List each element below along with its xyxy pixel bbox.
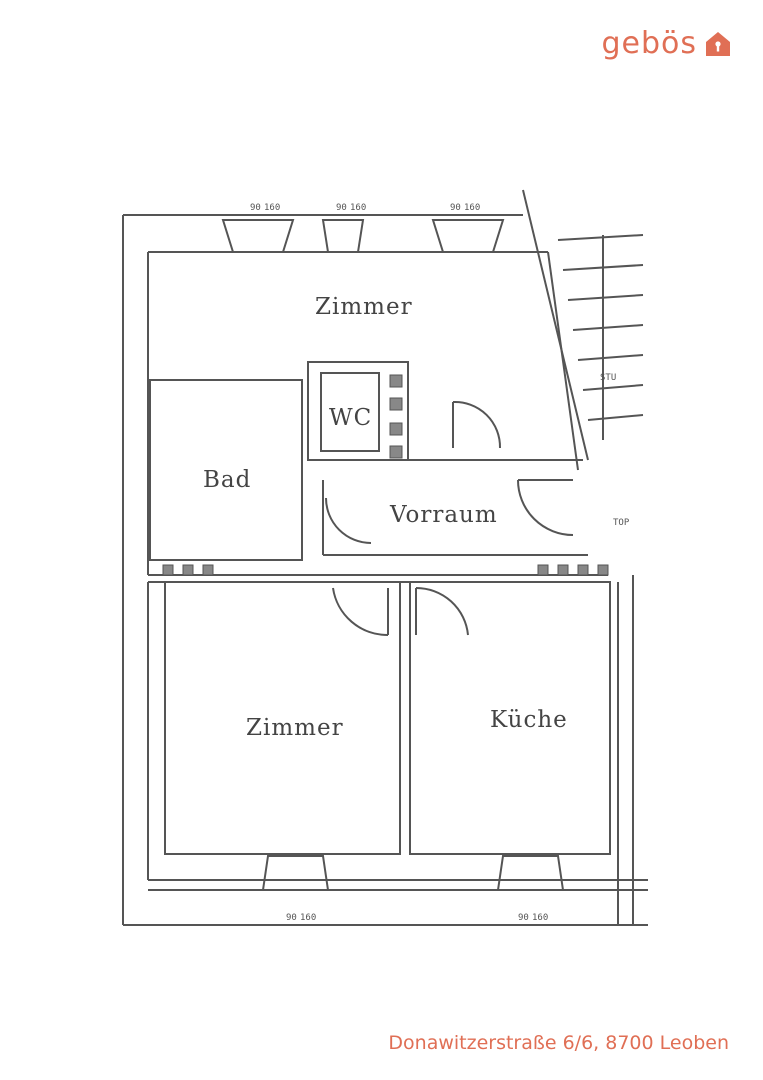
- stair-label: STU: [600, 373, 616, 383]
- room-vorraum: Vorraum: [390, 502, 498, 528]
- dim-window-5b: 160: [532, 913, 548, 923]
- dim-window-1b: 160: [264, 203, 280, 213]
- top-label: TOP: [613, 518, 630, 528]
- dim-window-4b: 160: [300, 913, 316, 923]
- address: Donawitzerstraße 6/6, 8700 Leoben: [388, 1032, 729, 1054]
- floor-plan-drawing: 90 160 90 160 90 160 90 160 90 160 STU T…: [122, 189, 648, 926]
- dim-window-5: 90: [518, 913, 529, 923]
- room-bad: Bad: [203, 467, 252, 493]
- room-kueche: Küche: [490, 707, 568, 733]
- dim-window-2: 90: [336, 203, 347, 213]
- room-wc: WC: [329, 405, 373, 431]
- dim-window-1: 90: [250, 203, 261, 213]
- brand-name: gebös: [601, 26, 697, 61]
- house-icon: [706, 31, 730, 56]
- room-zimmer-top: Zimmer: [315, 294, 413, 320]
- dim-window-3: 90: [450, 203, 461, 213]
- brand-logo: gebös: [601, 26, 733, 61]
- floor-plan: 90 160 90 160 90 160 90 160 90 160 STU T…: [118, 180, 648, 928]
- dim-window-3b: 160: [464, 203, 480, 213]
- room-zimmer-bottom: Zimmer: [246, 715, 344, 741]
- dim-window-2b: 160: [350, 203, 366, 213]
- dim-window-4: 90: [286, 913, 297, 923]
